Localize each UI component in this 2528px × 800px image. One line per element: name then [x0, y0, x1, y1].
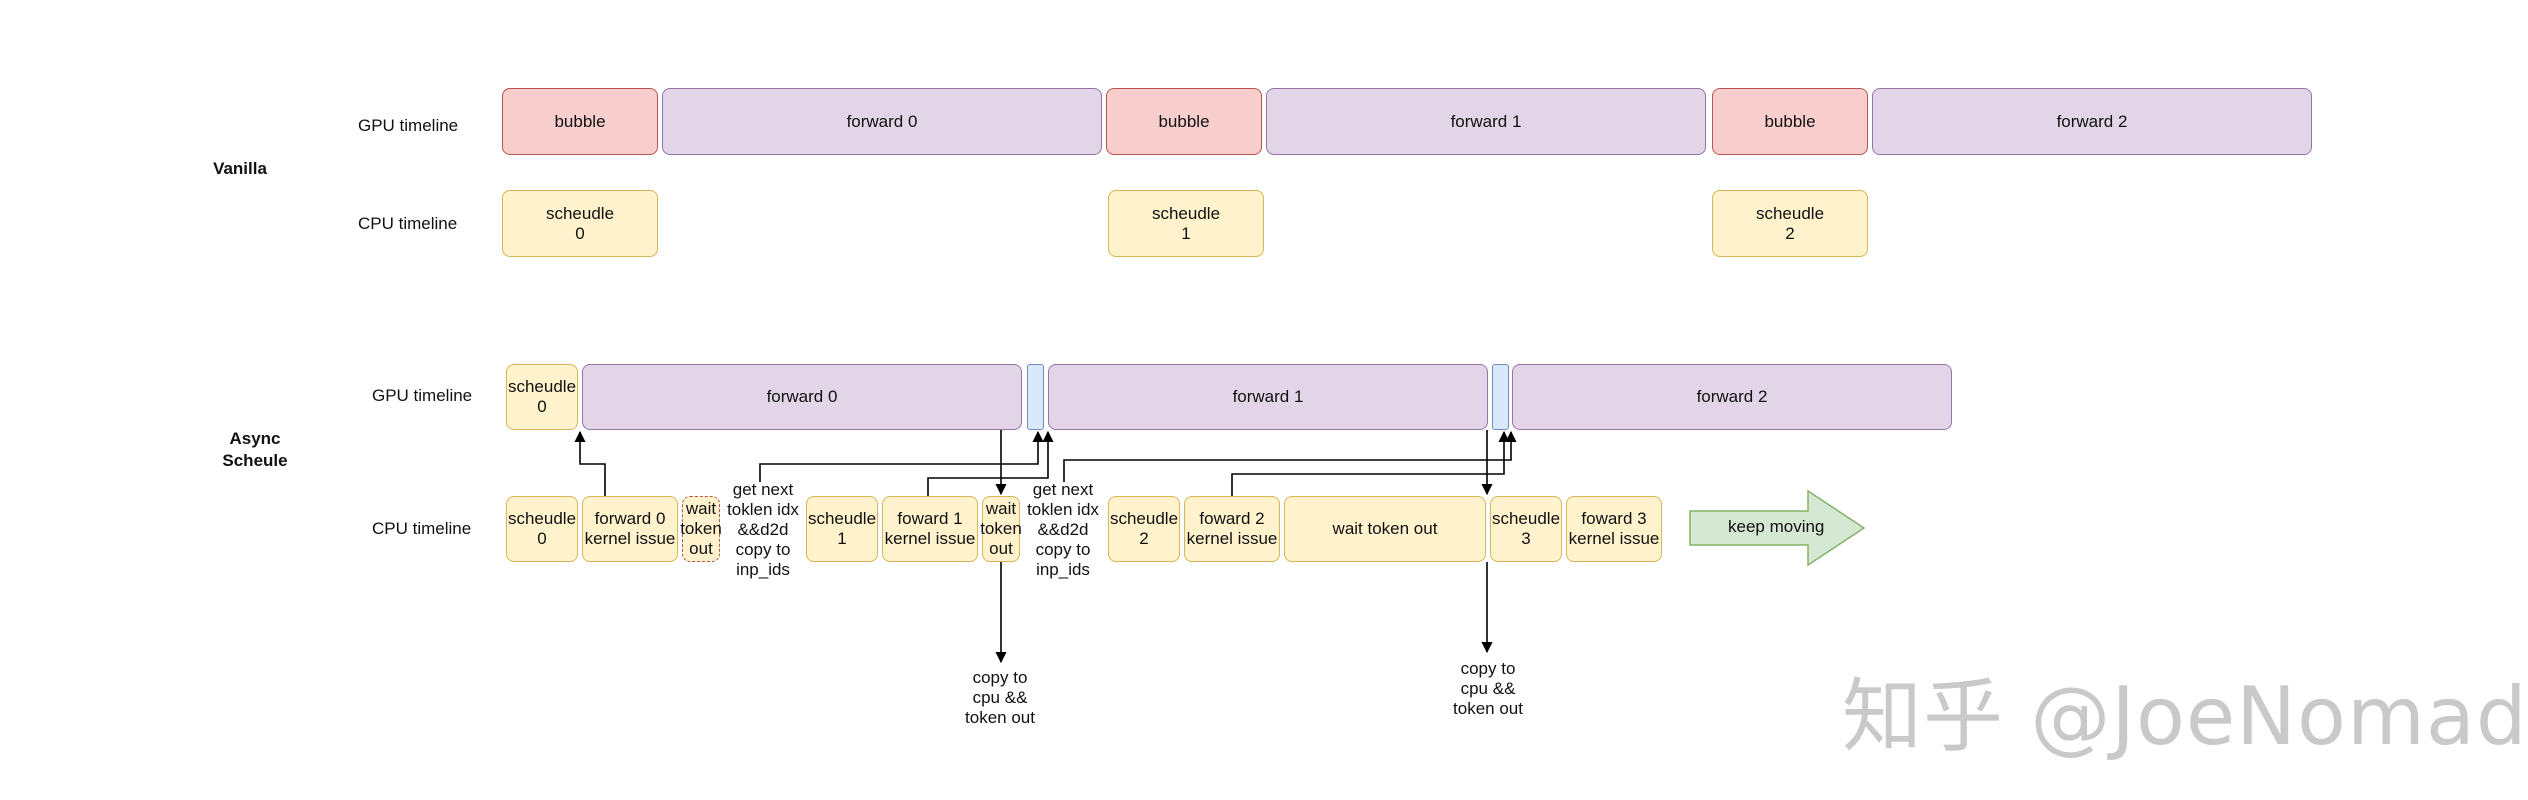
vanilla-section-title: Vanilla — [213, 159, 267, 178]
async-cpu-wait-token-out-0: wait token out — [680, 496, 722, 562]
arrow-getnext1-to-sync1 — [1063, 430, 1517, 482]
vanilla-cpu-schedule-2: scheudle 2 — [1712, 190, 1868, 257]
vanilla-gpu-forward-0: forward 0 — [662, 88, 1102, 155]
async-gpu-schedule-0: scheudle 0 — [506, 364, 578, 430]
async-cpu-forward-2-kernel-issue: foward 2 kernel issue — [1184, 496, 1280, 562]
vanilla-gpu-bubble-2: bubble — [1712, 88, 1868, 155]
async-copy-note-0: copy to cpu && token out — [965, 668, 1035, 727]
watermark: 知乎 @JoeNomad — [1842, 670, 2528, 763]
async-cpu-get-next-token-1: get next toklen idx &&d2d copy to inp_id… — [1027, 480, 1099, 579]
async-gpu-forward-0: forward 0 — [582, 364, 1022, 430]
async-cpu-schedule-1: scheudle 1 — [806, 496, 878, 562]
async-cpu-forward-0-kernel-issue: forward 0 kernel issue — [582, 496, 678, 562]
async-cpu-schedule-3: scheudle 3 — [1490, 496, 1562, 562]
vanilla-cpu-schedule-0: scheudle 0 — [502, 190, 658, 257]
vanilla-gpu-bubble-1: bubble — [1106, 88, 1262, 155]
keep-moving-arrow — [1689, 489, 1866, 567]
async-cpu-schedule-0: scheudle 0 — [506, 496, 578, 562]
async-cpu-forward-3-kernel-issue: foward 3 kernel issue — [1566, 496, 1662, 562]
async-cpu-timeline-label: CPU timeline — [372, 519, 472, 538]
async-cpu-schedule-2: scheudle 2 — [1108, 496, 1180, 562]
async-cpu-wait-token-out-2: wait token out — [1284, 496, 1486, 562]
vanilla-cpu-timeline-label: CPU timeline — [358, 214, 458, 233]
async-gpu-timeline-label: GPU timeline — [372, 386, 473, 405]
async-section-title: Async Scheule — [222, 429, 288, 470]
arrow-kernel-issue-0-to-gpu-schedule — [574, 430, 606, 496]
vanilla-gpu-forward-1: forward 1 — [1266, 88, 1706, 155]
vanilla-gpu-bubble-0: bubble — [502, 88, 658, 155]
vanilla-gpu-timeline-label: GPU timeline — [358, 116, 459, 135]
keep-moving-label: keep moving — [1728, 517, 1825, 536]
vanilla-cpu-schedule-1: scheudle 1 — [1108, 190, 1264, 257]
async-gpu-sync-1 — [1492, 364, 1509, 430]
arrow-kernel-issue-2-to-sync1 — [1231, 430, 1510, 496]
async-cpu-get-next-token-0: get next toklen idx &&d2d copy to inp_id… — [727, 480, 799, 579]
arrow-kernel-issue-1-to-forward1 — [927, 430, 1054, 496]
async-gpu-forward-2: forward 2 — [1512, 364, 1952, 430]
async-cpu-forward-1-kernel-issue: foward 1 kernel issue — [882, 496, 978, 562]
arrow-getnext0-to-sync0 — [759, 430, 1044, 482]
async-cpu-wait-token-out-1: wait token out — [980, 496, 1022, 562]
vanilla-gpu-forward-2: forward 2 — [1872, 88, 2312, 155]
async-copy-note-1: copy to cpu && token out — [1453, 659, 1523, 718]
async-gpu-sync-0 — [1027, 364, 1044, 430]
async-gpu-forward-1: forward 1 — [1048, 364, 1488, 430]
